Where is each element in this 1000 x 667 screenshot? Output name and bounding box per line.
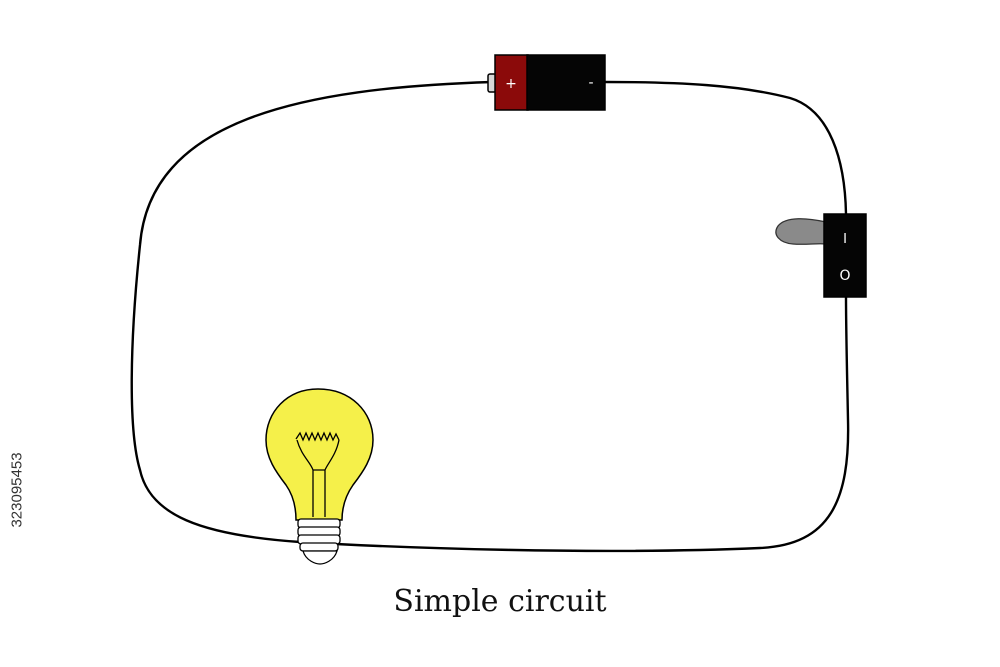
battery-negative-label: -: [588, 75, 593, 91]
battery: + -: [487, 54, 606, 111]
switch-off-label: O: [839, 268, 850, 284]
battery-positive-label: +: [505, 76, 517, 92]
light-bulb: [265, 388, 374, 565]
switch-lever: [775, 218, 827, 245]
switch: I O: [775, 213, 867, 298]
battery-positive-terminal: [494, 54, 529, 111]
bulb-glass: [265, 388, 374, 521]
switch-body: [823, 213, 867, 298]
stock-image-id-text: 323095453: [8, 452, 26, 528]
diagram-caption: Simple circuit: [393, 584, 607, 619]
battery-negative-terminal: [526, 54, 606, 111]
bulb-filament-support: [296, 439, 340, 517]
circuit-wire: [130, 80, 850, 553]
bulb-base: [297, 518, 341, 565]
switch-on-label: I: [843, 232, 847, 247]
bulb-filament: [295, 431, 340, 442]
stock-image-id: 323095453: [2, 410, 32, 570]
